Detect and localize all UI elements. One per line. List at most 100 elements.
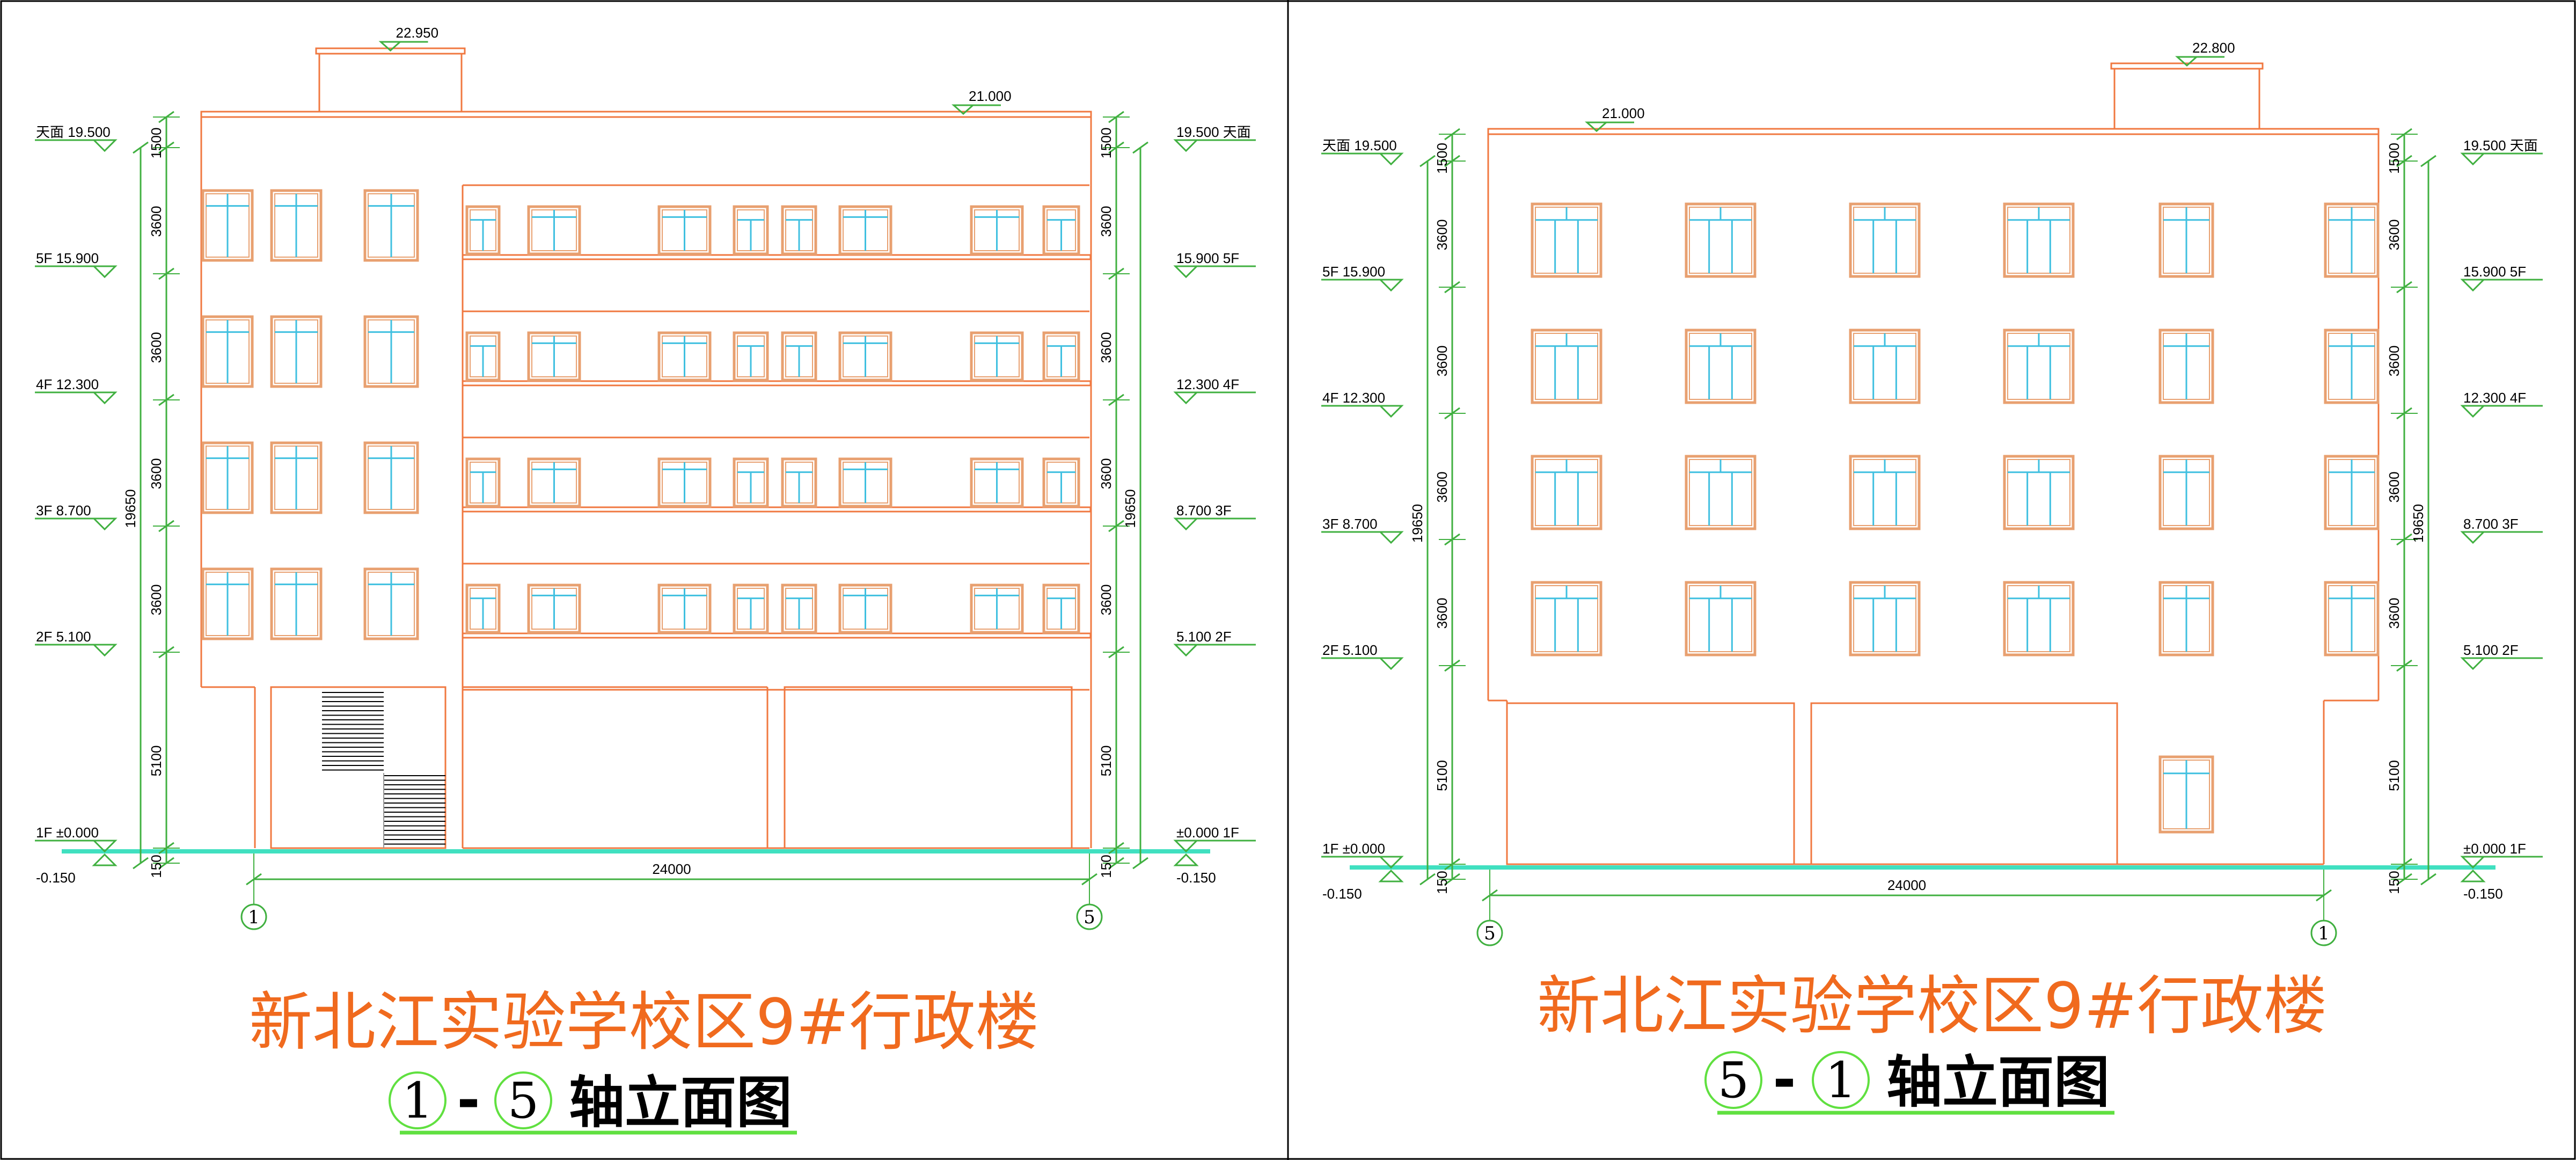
level-marker-right: 15.900 5F (2460, 264, 2543, 292)
facade-window (2158, 455, 2214, 530)
stair-opening (270, 686, 447, 849)
parapet-cap (1487, 128, 2380, 135)
level-label: 5.100 2F (1176, 629, 1232, 645)
level-marker-right: 5.100 2F (2460, 642, 2543, 670)
facade-window (2158, 581, 2214, 656)
level-label: 2F 5.100 (36, 629, 91, 645)
corridor-window (970, 457, 1024, 508)
window-frame (1849, 329, 1921, 404)
level-marker-left: 3F 8.700 (1321, 516, 1404, 544)
left-subtitle-dash: - (457, 1067, 480, 1133)
window-frame (201, 567, 254, 640)
corridor-slab (462, 506, 1092, 513)
tower-window (363, 441, 419, 514)
window-frame (733, 205, 769, 256)
tower-window (363, 189, 419, 262)
corridor-window (733, 583, 769, 634)
window-frame (2003, 455, 2075, 530)
corridor-window (1042, 205, 1080, 256)
level-marker-right: 5.100 2F (1173, 629, 1256, 657)
level-marker-right: 12.300 4F (2460, 390, 2543, 418)
window-frame (781, 583, 817, 634)
corridor-window (465, 583, 501, 634)
dimension-width-text: 24000 (652, 861, 691, 877)
window-frame (1531, 329, 1602, 404)
level-label: 15.900 5F (1176, 250, 1239, 266)
axis-bubble-right (1076, 903, 1103, 930)
corridor-window (657, 205, 712, 256)
corridor-window (838, 331, 892, 382)
corridor-window (781, 457, 817, 508)
corridor-window (465, 205, 501, 256)
window-frame (2324, 455, 2380, 530)
corridor-window (527, 583, 581, 634)
window-frame (527, 331, 581, 382)
window-frame (465, 457, 501, 508)
facade-window (2324, 455, 2380, 530)
level-label: 19.500 天面 (2463, 137, 2538, 154)
level-label: ±0.000 1F (1176, 825, 1239, 841)
tower-window (201, 189, 254, 262)
left-subtitle-axis-to: 5 (508, 1072, 539, 1129)
facade-window (2003, 455, 2075, 530)
level-label: 12.300 4F (2463, 390, 2526, 406)
window-frame (838, 457, 892, 508)
facade-window (1531, 202, 1602, 278)
window-frame (733, 583, 769, 634)
corridor-window (1042, 457, 1080, 508)
corridor-window (657, 457, 712, 508)
window-frame (2158, 581, 2214, 656)
corridor-slab (462, 632, 1092, 639)
window-frame (527, 457, 581, 508)
tower-window (270, 315, 323, 388)
facade-window (2003, 329, 2075, 404)
corridor-window (838, 205, 892, 256)
level-label: 5F 15.900 (36, 250, 99, 266)
dimension-text: 3600 (148, 206, 164, 237)
level-marker-left: 天面 19.500 (35, 124, 118, 152)
dimension-text: 150 (148, 855, 164, 878)
top-elevation-parapet: 21.000 (1585, 105, 1645, 133)
dimension-text: 3600 (2386, 472, 2402, 503)
window-frame (838, 331, 892, 382)
corridor-window (838, 583, 892, 634)
window-frame (657, 205, 712, 256)
dimension-text: 3600 (1098, 206, 1114, 237)
window-frame (781, 205, 817, 256)
dimension-text: 5100 (148, 746, 164, 777)
window-frame (657, 331, 712, 382)
window-frame (1042, 331, 1080, 382)
level-label: 4F 12.300 (1322, 390, 1385, 406)
level-label: 12.300 4F (1176, 376, 1239, 392)
dimension-text: 3600 (1434, 346, 1450, 377)
top-elevation-parapet-label: 21.000 (969, 88, 1012, 104)
level-marker-left: 1F ±0.000 (35, 825, 118, 853)
window-frame (1685, 329, 1757, 404)
dimension-text: 3600 (148, 458, 164, 490)
window-frame (2324, 581, 2380, 656)
window-frame (2158, 755, 2214, 834)
right-subtitle-dash: - (1773, 1047, 1796, 1112)
level-marker-right: 12.300 4F (1173, 376, 1256, 405)
facade-window (2324, 581, 2380, 656)
level-marker-right: 19.500 天面 (1173, 124, 1256, 152)
corridor-window (527, 457, 581, 508)
facade-window (2324, 202, 2380, 278)
window-frame (1531, 455, 1602, 530)
level-label: 5.100 2F (2463, 642, 2519, 658)
axis-bubble-left (1476, 920, 1503, 946)
window-frame (1531, 202, 1602, 278)
corridor-window (970, 331, 1024, 382)
window-frame (1042, 457, 1080, 508)
axis-bubble-right (2310, 920, 2337, 946)
level-label: 天面 19.500 (36, 124, 111, 140)
corridor-slab (462, 254, 1092, 260)
window-frame (2003, 329, 2075, 404)
window-frame (1849, 202, 1921, 278)
corridor-window (733, 457, 769, 508)
axis-bubble-right-label: 5 (1084, 907, 1095, 928)
